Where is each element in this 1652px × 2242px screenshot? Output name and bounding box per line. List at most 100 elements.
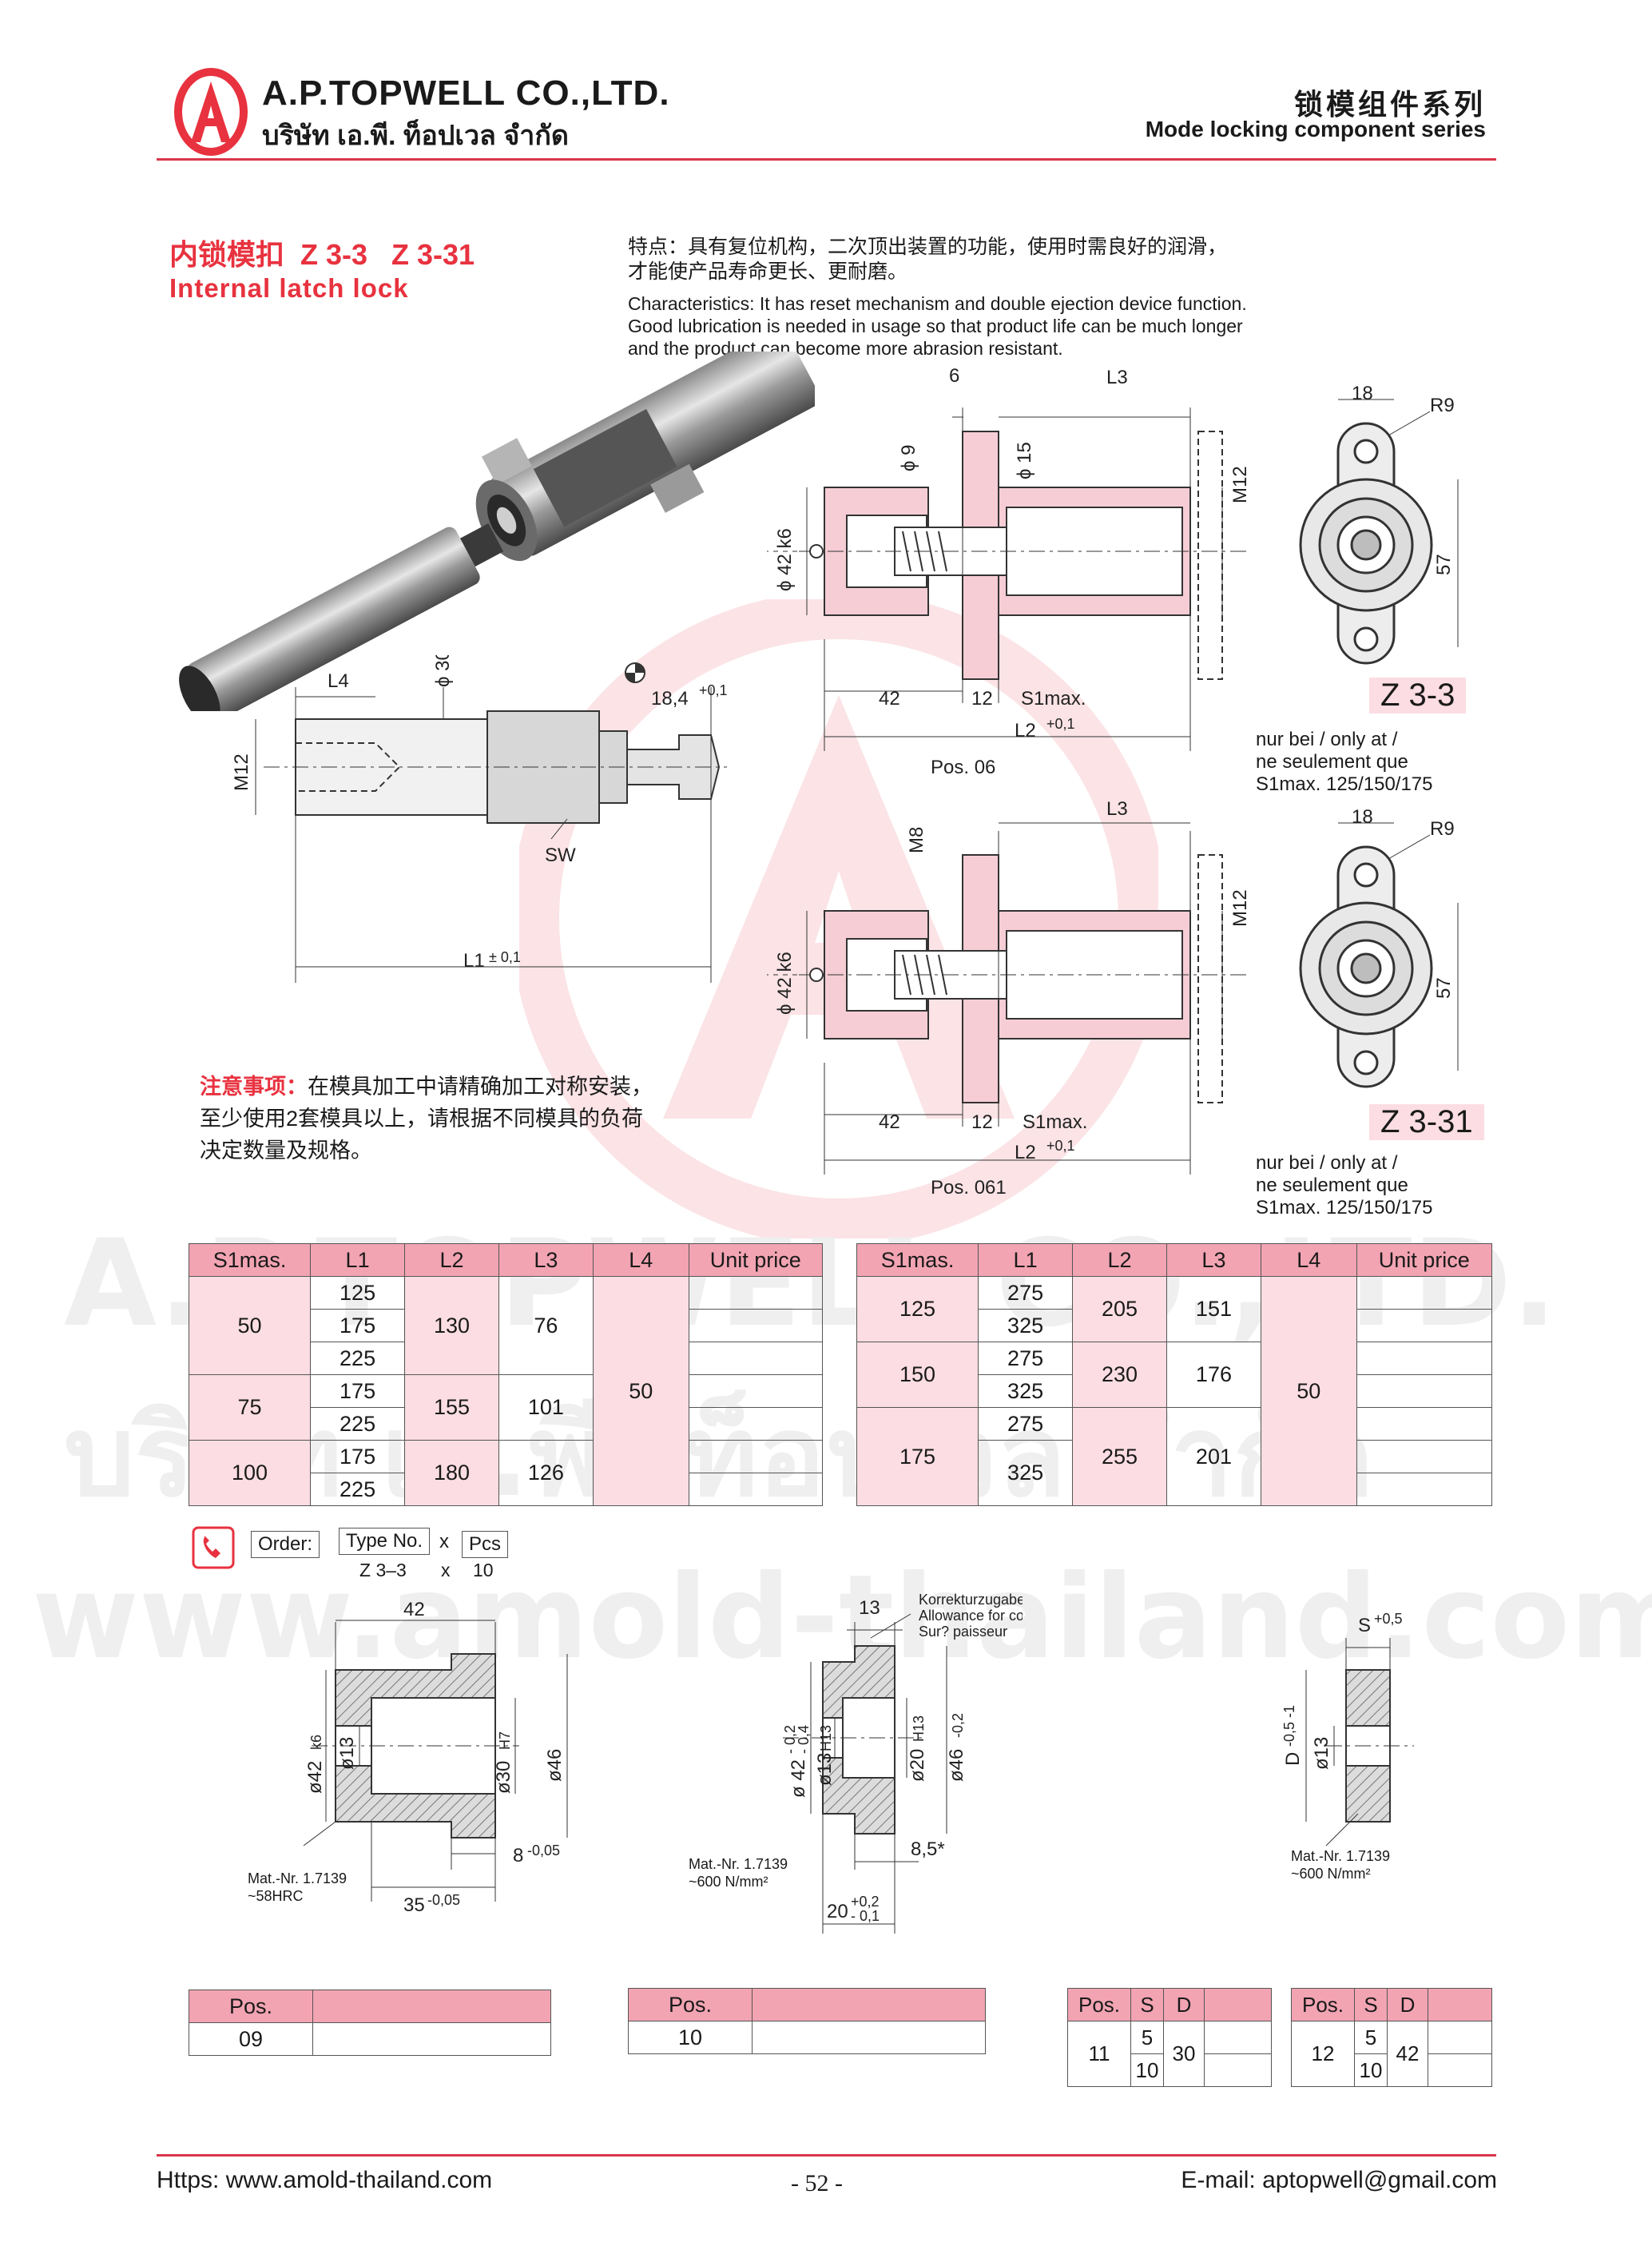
cell-s: 10	[1354, 2053, 1388, 2087]
dim-r9: R9	[1430, 395, 1455, 416]
dim-s1max: S1max.	[1023, 1111, 1087, 1133]
dim-six: 6	[949, 368, 959, 387]
order-pcs: Pcs	[462, 1531, 509, 1558]
dim-42: 42	[879, 1111, 900, 1133]
cell-s: 5	[1130, 2021, 1164, 2054]
cell-l2: 230	[1072, 1342, 1167, 1408]
cell-l3: 126	[498, 1440, 594, 1506]
part-09-drawing: 42 ø42 k6 ø13 ø30 H7 ø46 8 -0,05 35 -0,0…	[303, 1599, 568, 1916]
dim-h7: H7	[497, 1731, 513, 1750]
dim-20-tol-b: - 0,1	[851, 1908, 880, 1924]
cell-d: 30	[1163, 2021, 1205, 2087]
dim-20: 20	[827, 1901, 848, 1922]
col-header	[752, 1988, 986, 2021]
dim-h13: H13	[818, 1725, 834, 1751]
col-header	[1204, 1988, 1272, 2021]
label-pos06: Pos. 06	[931, 757, 995, 778]
part-11-material: Mat.-Nr. 1.7139 ~600 N/mm²	[1291, 1847, 1390, 1882]
phone-icon	[192, 1526, 235, 1569]
series-title-en: Mode locking component series	[1145, 117, 1486, 141]
model-label-z3-3: Z 3-3	[1369, 678, 1467, 714]
pos-table-09: Pos. 09	[189, 1990, 551, 2056]
cell-l1: 225	[310, 1342, 406, 1375]
cell-l1: 325	[978, 1440, 1074, 1506]
cell-l1: 325	[978, 1374, 1074, 1408]
cell-s1: 75	[188, 1374, 312, 1441]
col-header: D	[1163, 1988, 1205, 2021]
cell-l2: 205	[1072, 1276, 1167, 1342]
dim-phi42: ø42	[304, 1761, 326, 1794]
dim-r9: R9	[1430, 818, 1455, 840]
dim-l3: L3	[1106, 368, 1128, 388]
dim-phi30: ø30	[493, 1761, 514, 1794]
section-drawing-z3-3: 6 L3 ϕ 9 ϕ 15 ϕ 42 k6 M12 42 12 S1max. L…	[767, 368, 1251, 778]
col-header: S	[1354, 1988, 1388, 2021]
cell-price	[688, 1276, 824, 1310]
note-z3-31: nur bei / only at / ne seulement que S1m…	[1256, 1152, 1433, 1219]
footer-page-number: - 52 -	[791, 2170, 843, 2196]
attention-text: 在模具加工中请精确加工对称安装，	[308, 1075, 653, 1099]
dim-d-tol: -0,5 -1	[1281, 1705, 1297, 1747]
order-x: x	[439, 1531, 449, 1552]
attention-label: 注意事项：	[200, 1075, 308, 1099]
front-view-z3-31: 18 R9 57	[1299, 806, 1459, 1088]
col-header: Pos.	[628, 1988, 753, 2021]
cell-price	[688, 1473, 824, 1506]
dim-12: 12	[971, 1111, 993, 1133]
note-line: nur bei / only at /	[1256, 1152, 1398, 1174]
dim-h13b: H13	[911, 1715, 927, 1742]
dim-s1max: S1max.	[1021, 688, 1086, 710]
dim-35: 35	[403, 1894, 425, 1916]
dim-phi42-tol-a: - 0,2	[782, 1725, 798, 1754]
cell-price	[752, 2021, 986, 2054]
dim-42: 42	[403, 1599, 425, 1620]
order-type-no: Type No.	[339, 1528, 431, 1555]
features-cn-line: 特点：具有复位机构，二次顶出装置的功能，使用时需良好的润滑，	[628, 236, 1228, 258]
dim-phi13: ø13	[814, 1753, 836, 1786]
features-en-line: Characteristics: It has reset mechanism …	[628, 293, 1247, 314]
company-logo-icon	[174, 68, 248, 156]
col-header: Unit price	[1356, 1243, 1493, 1277]
korr-line3: Sur? paisseur	[919, 1624, 1007, 1640]
features-cn-line: 才能使产品寿命更长、更耐磨。	[628, 260, 908, 283]
cell-l3: 76	[498, 1276, 594, 1375]
footer-website[interactable]: Https: www.amold-thailand.com	[157, 2167, 493, 2193]
dim-l2-tol: +0,1	[1046, 716, 1075, 732]
dim-m12-section: M12	[1229, 466, 1251, 503]
cell-price	[1204, 2053, 1272, 2087]
order-example-type: Z 3–3	[359, 1560, 407, 1580]
dim-8: 8	[513, 1845, 523, 1866]
col-header: L2	[404, 1243, 499, 1277]
footer-email[interactable]: E-mail: aptopwell@gmail.com	[1181, 2167, 1497, 2193]
attention-text: 至少使用2套模具以上，请根据不同模具的负荷	[200, 1107, 644, 1131]
cell-l1: 275	[978, 1407, 1074, 1441]
dim-57: 57	[1433, 554, 1455, 575]
cell-s1: 125	[856, 1276, 979, 1342]
model-label-z3-31: Z 3-31	[1369, 1104, 1484, 1140]
cell-s1: 175	[856, 1407, 979, 1506]
product-illustration	[179, 352, 815, 711]
col-header	[312, 1990, 551, 2023]
dim-phi20: ø20	[907, 1749, 928, 1782]
cell-price	[1356, 1440, 1493, 1473]
dim-phi42-tol-b: - 0,4	[796, 1725, 812, 1754]
dim-l4: L4	[328, 670, 349, 692]
features-cn: 特点：具有复位机构，二次顶出装置的功能，使用时需良好的润滑， 才能使产品寿命更长…	[628, 235, 1227, 284]
dim-35-tol: -0,05	[427, 1892, 460, 1908]
dim-18-4-tol: +0,1	[699, 682, 728, 698]
dim-42: 42	[879, 688, 900, 710]
cell-price	[1356, 1342, 1493, 1375]
col-header: D	[1387, 1988, 1428, 2021]
cell-price	[1204, 2021, 1272, 2054]
cell-l1: 275	[978, 1276, 1074, 1310]
pos-table-10: Pos. 10	[628, 1988, 986, 2054]
dim-57: 57	[1433, 977, 1455, 999]
note-line: ne seulement que	[1256, 751, 1408, 773]
korr-line1: Korrekturzugabe	[919, 1592, 1023, 1608]
cell-price	[1356, 1309, 1493, 1342]
dim-phi30: ϕ 30 g6	[432, 655, 454, 687]
company-name-th: บริษัท เอ.พี. ท็อปเวล จำกัด	[262, 121, 569, 151]
note-line: nur bei / only at /	[1256, 729, 1398, 750]
